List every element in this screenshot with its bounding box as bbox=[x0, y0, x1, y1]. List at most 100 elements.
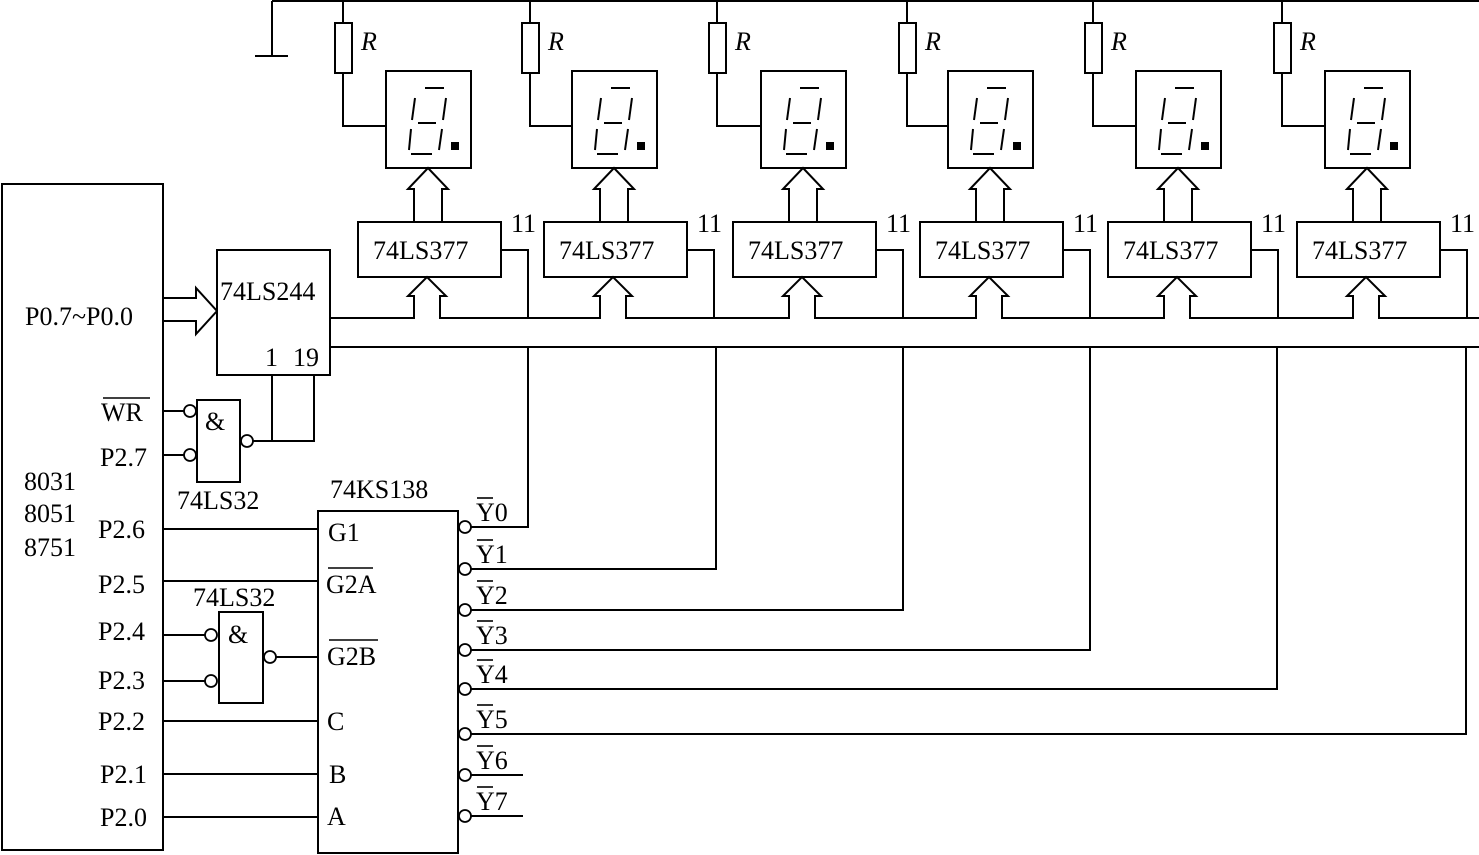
pin-p26: P2.6 bbox=[98, 515, 145, 544]
resistor: R bbox=[1084, 1, 1136, 127]
p2-wires bbox=[163, 528, 318, 818]
bus-arrow-in bbox=[967, 275, 1011, 318]
output-bubble bbox=[458, 727, 472, 741]
segment bbox=[1004, 97, 1009, 121]
resistor-label: R bbox=[924, 27, 941, 56]
decoder-out-label: Y7 bbox=[476, 787, 508, 816]
segment bbox=[1188, 128, 1193, 151]
latch-name: 74LS377 bbox=[748, 236, 843, 265]
port0-bus-arrow bbox=[163, 285, 219, 337]
segment bbox=[594, 128, 598, 151]
segment bbox=[1000, 128, 1005, 151]
decoder-out-label: Y3 bbox=[476, 621, 508, 650]
latch-name: 74LS377 bbox=[373, 236, 468, 265]
mcu-name-3: 8751 bbox=[24, 533, 76, 562]
latch-name: 74LS377 bbox=[1312, 236, 1407, 265]
clock-wire bbox=[501, 249, 529, 318]
decoder-output-2: Y2 bbox=[458, 347, 904, 617]
seven-segment-display bbox=[1135, 70, 1222, 169]
bus-arrow-up bbox=[1155, 166, 1201, 222]
segment bbox=[1158, 128, 1162, 151]
bus-arrow-up bbox=[780, 166, 826, 222]
segment bbox=[411, 97, 416, 121]
segment bbox=[408, 128, 412, 151]
decoder-out-label: Y2 bbox=[476, 581, 508, 610]
gate-bottom-symbol: & bbox=[228, 620, 248, 649]
decimal-point bbox=[451, 142, 459, 150]
decoder-in-a: A bbox=[327, 802, 346, 831]
display-units: R 74LS377 11 R 74LS377 11 R 74LS377 11 R 74LS377 11… bbox=[334, 1, 1475, 320]
segment bbox=[1381, 97, 1386, 121]
port0-label: P0.7~P0.0 bbox=[25, 302, 133, 331]
decoder-out-label: Y5 bbox=[476, 705, 508, 734]
bus-arrow-in bbox=[591, 275, 635, 318]
resistor: R bbox=[334, 1, 386, 127]
clock-wire bbox=[1251, 249, 1279, 318]
clock-pin-label: 11 bbox=[1073, 209, 1098, 238]
buffer-pin1: 1 bbox=[265, 343, 278, 372]
resistor: R bbox=[1273, 1, 1325, 127]
resistor-label: R bbox=[1110, 27, 1127, 56]
gate-top-symbol: & bbox=[205, 407, 225, 436]
output-bubble bbox=[458, 809, 472, 823]
resistor: R bbox=[898, 1, 948, 127]
resistor-label: R bbox=[1299, 27, 1316, 56]
latch-name: 74LS377 bbox=[559, 236, 654, 265]
decimal-point bbox=[1013, 142, 1021, 150]
segment bbox=[442, 97, 447, 121]
gate-top: & 74LS32 bbox=[163, 375, 315, 515]
bus-arrow-up bbox=[1344, 166, 1390, 222]
decoder-output-4: Y4 bbox=[458, 347, 1278, 696]
latch-name: 74LS377 bbox=[935, 236, 1030, 265]
decoder-in-g1: G1 bbox=[328, 518, 360, 547]
mcu-name-1: 8031 bbox=[24, 467, 76, 496]
clock-wire bbox=[1440, 249, 1468, 318]
latch-74ls377: 74LS377 11 bbox=[919, 209, 1098, 318]
clock-pin-label: 11 bbox=[511, 209, 536, 238]
decoder-in-b: B bbox=[329, 760, 346, 789]
decoder-in-g2b: G2B bbox=[327, 642, 376, 671]
segment bbox=[813, 128, 818, 151]
pin-p20: P2.0 bbox=[100, 803, 147, 832]
decoder-output-6: Y6 bbox=[458, 745, 523, 782]
decoder-output-3: Y3 bbox=[458, 347, 1091, 657]
decoder-in-g2a: G2A bbox=[326, 570, 377, 599]
bus-arrow-up bbox=[591, 166, 637, 222]
data-bus bbox=[330, 317, 1479, 348]
decoder-output-5: Y5 bbox=[458, 347, 1467, 741]
bus-arrow-in bbox=[1344, 275, 1388, 318]
gate-bottom-name: 74LS32 bbox=[193, 583, 275, 612]
segment bbox=[438, 128, 443, 151]
latch-74ls377: 74LS377 11 bbox=[543, 209, 722, 318]
seven-segment-display bbox=[760, 70, 847, 169]
segment bbox=[624, 128, 629, 151]
decoder-name: 74KS138 bbox=[330, 475, 428, 504]
segment bbox=[1192, 97, 1197, 121]
bus-arrow-up bbox=[967, 166, 1013, 222]
clock-pin-label: 11 bbox=[886, 209, 911, 238]
mcu-name-2: 8051 bbox=[24, 499, 76, 528]
buffer-74ls244: 74LS244 1 19 bbox=[216, 249, 331, 376]
decoder-in-c: C bbox=[327, 707, 344, 736]
latch-74ls377: 74LS377 11 bbox=[732, 209, 911, 318]
bus-arrow-in bbox=[1155, 275, 1199, 318]
output-bubble bbox=[458, 682, 472, 696]
latch-74ls377: 74LS377 11 bbox=[357, 209, 536, 318]
segment bbox=[628, 97, 633, 121]
display-unit-1: R 74LS377 11 bbox=[334, 1, 536, 320]
segment bbox=[783, 128, 787, 151]
clock-pin-label: 11 bbox=[697, 209, 722, 238]
bus-arrow-in bbox=[405, 275, 449, 318]
bus-arrow-up bbox=[405, 166, 451, 222]
select-wire bbox=[471, 347, 529, 528]
decoder-out-label: Y6 bbox=[476, 746, 508, 775]
segment bbox=[786, 97, 791, 121]
pin-p22: P2.2 bbox=[98, 707, 145, 736]
output-bubble bbox=[458, 603, 472, 617]
